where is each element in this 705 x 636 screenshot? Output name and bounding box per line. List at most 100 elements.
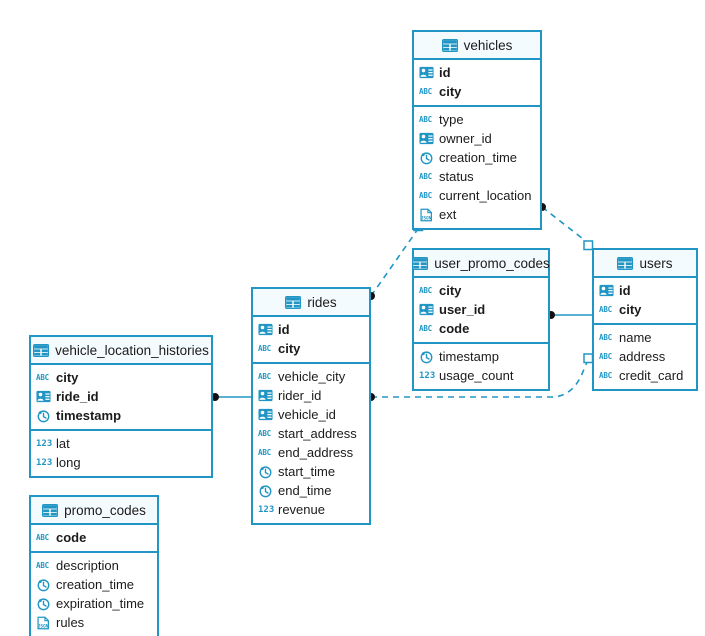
id-badge-icon: [419, 132, 434, 146]
field-label: id: [278, 322, 290, 337]
abc-text-icon: ABC: [599, 332, 612, 342]
relationship-users-to-vehicles: [538, 203, 594, 251]
field-label: description: [56, 558, 119, 573]
id-badge-icon: [258, 389, 273, 403]
field-row-timestamp: timestamp: [414, 347, 548, 366]
table-grid-icon: [441, 38, 458, 52]
field-label: timestamp: [56, 408, 122, 423]
field-label: rider_id: [278, 388, 322, 403]
field-label: code: [56, 530, 87, 545]
field-row-user_id: user_id: [414, 300, 548, 319]
field-label: expiration_time: [56, 596, 145, 611]
field-label: current_location: [439, 188, 532, 203]
field-label: address: [619, 349, 666, 364]
field-label: ride_id: [56, 389, 99, 404]
field-row-creation_time: creation_time: [31, 575, 157, 594]
field-label: rules: [56, 615, 85, 630]
json-document-icon: JSON: [419, 208, 434, 222]
abc-text-icon: ABC: [419, 114, 432, 124]
clock-icon: [36, 597, 51, 611]
field-label: id: [619, 283, 631, 298]
entity-header-vehicle_location_histories[interactable]: vehicle_location_histories: [31, 337, 211, 365]
relationship-users-to-user-promo-codes: [547, 311, 592, 319]
entity-header-users[interactable]: users: [594, 250, 696, 278]
field-label: start_address: [278, 426, 357, 441]
entity-title: vehicle_location_histories: [55, 342, 209, 358]
entity-header-rides[interactable]: rides: [253, 289, 369, 317]
field-label: vehicle_id: [278, 407, 336, 422]
field-row-timestamp: timestamp: [31, 406, 211, 425]
entity-title: users: [639, 255, 673, 271]
field-label: type: [439, 112, 464, 127]
field-label: usage_count: [439, 368, 514, 383]
id-badge-icon: [36, 390, 51, 404]
field-row-type: ABC type: [414, 110, 540, 129]
abc-text-icon: ABC: [599, 370, 612, 380]
field-label: id: [439, 65, 451, 80]
id-badge-icon: [258, 323, 273, 337]
field-label: end_time: [278, 483, 332, 498]
abc-text-icon: ABC: [419, 285, 432, 295]
abc-text-icon: ABC: [36, 532, 49, 542]
field-label: city: [56, 370, 79, 385]
clock-icon: [419, 151, 434, 165]
abc-text-icon: ABC: [258, 428, 271, 438]
abc-text-icon: ABC: [36, 560, 49, 570]
id-badge-icon: [258, 408, 273, 422]
entity-header-user_promo_codes[interactable]: user_promo_codes: [412, 250, 550, 278]
field-label: long: [56, 455, 81, 470]
entity-title: vehicles: [463, 37, 513, 53]
field-row-owner_id: owner_id: [414, 129, 540, 148]
table-grid-icon: [617, 256, 634, 270]
field-row-id: id: [253, 320, 369, 339]
clock-icon: [258, 484, 273, 498]
field-row-start_time: start_time: [253, 462, 369, 481]
field-row-id: id: [414, 63, 540, 82]
field-row-rider_id: rider_id: [253, 386, 369, 405]
123-number-icon: 123: [36, 438, 53, 449]
field-row-start_address: ABC start_address: [253, 424, 369, 443]
id-badge-icon: [419, 66, 434, 80]
field-label: creation_time: [56, 577, 135, 592]
entity-header-vehicles[interactable]: vehicles: [414, 32, 540, 60]
entity-header-promo_codes[interactable]: promo_codes: [31, 497, 157, 525]
field-label: name: [619, 330, 652, 345]
entity-title: promo_codes: [64, 502, 146, 518]
field-label: user_id: [439, 302, 486, 317]
field-label: start_time: [278, 464, 336, 479]
abc-text-icon: ABC: [419, 171, 432, 181]
abc-text-icon: ABC: [599, 351, 612, 361]
svg-text:JSON: JSON: [38, 623, 49, 629]
abc-text-icon: ABC: [599, 304, 612, 314]
field-row-description: ABC description: [31, 556, 157, 575]
entity-title: user_promo_codes: [434, 255, 550, 271]
field-label: status: [439, 169, 474, 184]
abc-text-icon: ABC: [258, 447, 271, 457]
abc-text-icon: ABC: [258, 371, 271, 381]
